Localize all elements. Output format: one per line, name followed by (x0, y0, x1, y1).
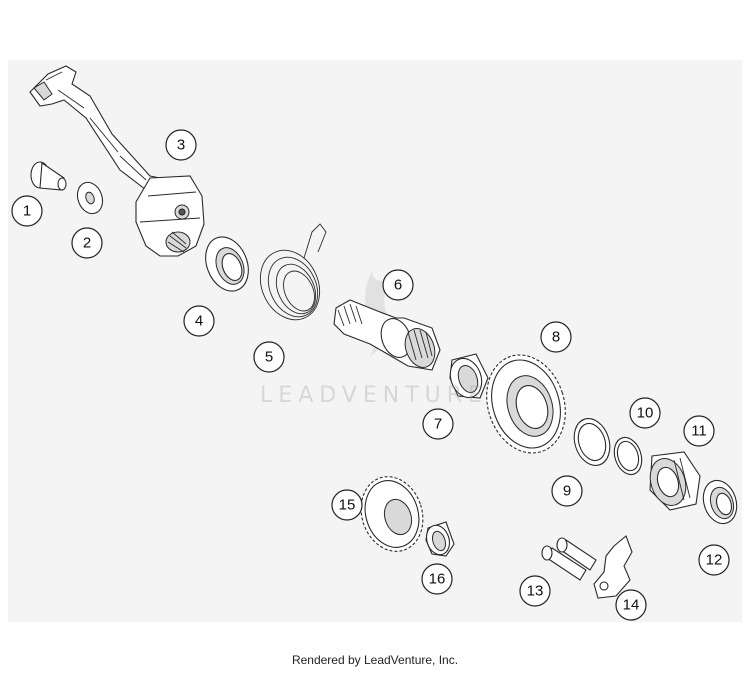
part-7-bushing (449, 353, 489, 399)
callout-1: 1 (11, 195, 43, 227)
callout-2-label: 2 (83, 235, 91, 252)
callout-9: 9 (551, 475, 583, 507)
callout-2: 2 (71, 227, 103, 259)
callout-11: 11 (683, 415, 715, 447)
callout-13: 13 (519, 575, 551, 607)
callout-7-label: 7 (434, 416, 442, 433)
callout-10-label: 10 (637, 405, 654, 422)
part-12-ring (702, 479, 738, 525)
callout-12-label: 12 (706, 552, 723, 569)
callout-5-label: 5 (265, 349, 273, 366)
callout-14: 14 (615, 589, 647, 621)
callout-6-label: 6 (394, 277, 402, 294)
part-3-kick-lever (29, 65, 205, 257)
callout-8: 8 (540, 321, 572, 353)
footer-credit: Rendered by LeadVenture, Inc. (291, 653, 459, 667)
callout-1-label: 1 (23, 203, 31, 220)
part-8-gear (486, 354, 566, 454)
callout-15-label: 15 (339, 497, 356, 514)
part-14-bracket (593, 535, 633, 599)
part-4-seal (205, 236, 249, 292)
callout-10: 10 (629, 397, 661, 429)
watermark-text: LEADVENTURE (260, 383, 488, 408)
part-15-idler-gear (360, 476, 424, 552)
callout-11-label: 11 (691, 423, 707, 440)
callout-12: 12 (698, 544, 730, 576)
part-10-circlip (613, 436, 643, 476)
callout-13-label: 13 (527, 583, 544, 600)
part-2-washer (76, 181, 104, 215)
callout-9-label: 9 (563, 483, 571, 500)
part-16-bushing (425, 521, 455, 557)
part-5-spring (259, 223, 327, 321)
part-6-shaft (333, 299, 441, 371)
callout-8-label: 8 (552, 329, 560, 346)
callout-3: 3 (165, 129, 197, 161)
callout-15: 15 (331, 489, 363, 521)
part-9-shim (573, 418, 611, 466)
callout-16: 16 (421, 563, 453, 595)
callout-5: 5 (253, 341, 285, 373)
part-11-ratchet (649, 451, 701, 511)
callout-4: 4 (183, 305, 215, 337)
callout-7: 7 (422, 408, 454, 440)
part-13-bolts (541, 537, 597, 581)
callout-4-label: 4 (195, 313, 203, 330)
callout-6: 6 (382, 269, 414, 301)
callout-16-label: 16 (429, 571, 446, 588)
callout-3-label: 3 (177, 137, 185, 154)
part-1-bolt (30, 161, 67, 191)
callout-14-label: 14 (623, 597, 640, 614)
